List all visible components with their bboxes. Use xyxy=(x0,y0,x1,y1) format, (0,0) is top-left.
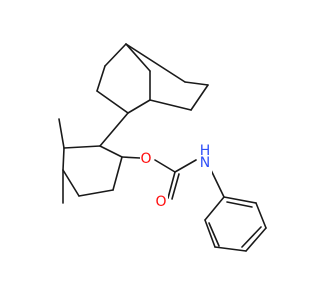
oxygen-carbonyl-label: O xyxy=(155,194,166,210)
hydrogen-amide-label: H xyxy=(200,143,211,159)
bond xyxy=(127,99,151,114)
bond xyxy=(241,226,262,248)
atom-labels: O O H N xyxy=(140,143,212,210)
bond xyxy=(204,196,225,221)
bond xyxy=(99,112,129,147)
bond xyxy=(190,84,209,111)
bond xyxy=(62,169,80,197)
bond xyxy=(214,246,247,252)
bond xyxy=(58,118,65,149)
bond xyxy=(125,43,151,72)
molecule-diagram: O O H N xyxy=(58,43,267,252)
bond xyxy=(78,189,114,197)
bond xyxy=(112,156,123,191)
bond xyxy=(104,43,127,67)
label-background xyxy=(198,145,212,176)
bond xyxy=(204,219,216,248)
bond xyxy=(62,147,65,171)
bond xyxy=(154,159,176,173)
bond xyxy=(149,99,192,111)
cyclohexyl-ring xyxy=(58,112,129,204)
bond xyxy=(245,227,267,252)
norbornyl-group xyxy=(96,43,209,114)
label-background xyxy=(155,193,168,210)
bond xyxy=(184,81,209,86)
bond xyxy=(174,159,197,173)
bond xyxy=(209,167,225,198)
structure-canvas: O O H N xyxy=(58,43,267,252)
bond xyxy=(226,201,253,208)
label-background xyxy=(140,151,152,168)
bond xyxy=(125,43,186,83)
bond xyxy=(171,173,180,200)
bond xyxy=(63,145,101,149)
bond xyxy=(255,202,267,229)
bond xyxy=(223,196,257,204)
bond xyxy=(208,222,220,247)
bond xyxy=(167,171,176,199)
bond xyxy=(96,65,106,92)
oxygen-ester-label: O xyxy=(140,151,151,167)
nitrogen-amide-label: N xyxy=(200,155,210,171)
bond xyxy=(99,145,123,158)
bond xyxy=(121,156,141,159)
bond xyxy=(96,90,129,114)
phenylcarbamate-group xyxy=(121,156,267,252)
